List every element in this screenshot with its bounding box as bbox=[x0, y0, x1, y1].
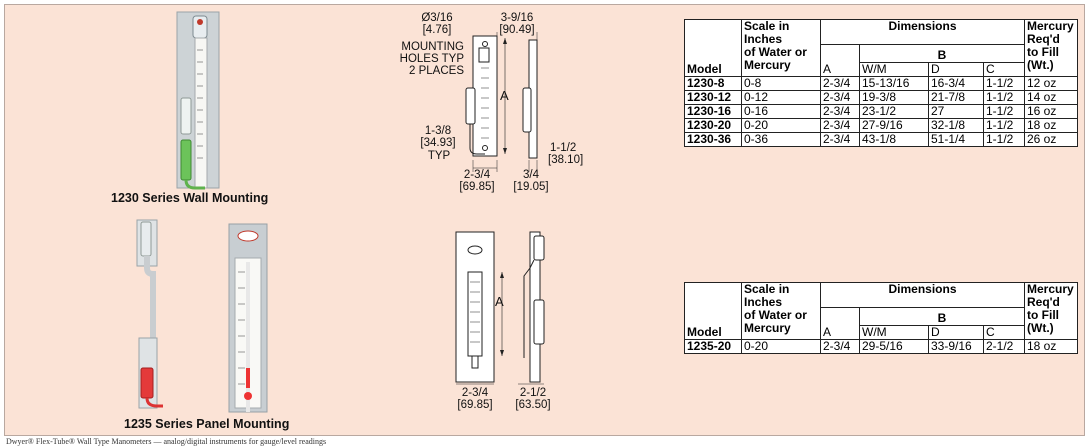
cell-scale: 0-12 bbox=[741, 90, 821, 105]
cell-scale: 0-8 bbox=[741, 76, 821, 91]
footer-note: Dwyer® Flex-Tube® Wall Type Manometers —… bbox=[6, 437, 327, 446]
header-model: Model bbox=[684, 19, 742, 77]
table-row: 1235-20 0-20 2-3/4 29-5/16 33-9/16 2-1/2… bbox=[684, 339, 1078, 354]
cell-fill: 26 oz bbox=[1024, 132, 1078, 147]
cell-wm: 19-3/8 bbox=[859, 90, 929, 105]
table-row: 1230-12 0-12 2-3/4 19-3/8 21-7/8 1-1/2 1… bbox=[684, 90, 1078, 105]
spec-table-1235: Model Scale in Inches of Water or Mercur… bbox=[684, 282, 1078, 354]
top-width-mm: [90.49] bbox=[499, 24, 535, 36]
mounting-note-line1: MOUNTING bbox=[401, 41, 464, 53]
header-d: D bbox=[928, 325, 984, 340]
depth-mm-1235: [63.50] bbox=[515, 399, 551, 411]
width-mm-1235: [69.85] bbox=[457, 399, 493, 411]
dimension-a-label: A bbox=[500, 88, 509, 103]
cell-c: 1-1/2 bbox=[983, 104, 1025, 119]
cell-fill: 16 oz bbox=[1024, 104, 1078, 119]
cell-model: 1230-36 bbox=[684, 132, 742, 147]
depth-label-1235: 2-1/2 bbox=[519, 387, 547, 399]
cell-wm: 29-5/16 bbox=[859, 339, 929, 354]
manometer-1235-photo bbox=[136, 219, 268, 413]
header-c: C bbox=[983, 62, 1025, 77]
header-model: Model bbox=[684, 282, 742, 340]
cell-fill: 12 oz bbox=[1024, 76, 1078, 91]
cell-d: 33-9/16 bbox=[928, 339, 984, 354]
width-label-1235: 2-3/4 bbox=[461, 387, 489, 399]
top-width-label: 3-9/16 bbox=[500, 12, 534, 24]
cell-a: 2-3/4 bbox=[820, 90, 860, 105]
cell-model: 1230-8 bbox=[684, 76, 742, 91]
cell-c: 1-1/2 bbox=[983, 76, 1025, 91]
header-mercury: Mercury Req'd to Fill (Wt.) bbox=[1024, 282, 1078, 340]
table-row: 1230-20 0-20 2-3/4 27-9/16 32-1/8 1-1/2 … bbox=[684, 118, 1078, 133]
cell-scale: 0-36 bbox=[741, 132, 821, 147]
cell-scale: 0-20 bbox=[741, 118, 821, 133]
cell-d: 51-1/4 bbox=[928, 132, 984, 147]
depth-label: 3/4 bbox=[523, 169, 539, 181]
header-b: B bbox=[859, 307, 1025, 326]
cell-model: 1230-12 bbox=[684, 90, 742, 105]
cell-model: 1230-16 bbox=[684, 104, 742, 119]
right-offset-label: 1-1/2 bbox=[550, 142, 577, 154]
mounting-note-line3: 2 PLACES bbox=[409, 65, 464, 77]
header-wm: W/M bbox=[859, 325, 929, 340]
cell-fill: 18 oz bbox=[1024, 118, 1078, 133]
cell-fill: 14 oz bbox=[1024, 90, 1078, 105]
dimension-a-label-1235: A bbox=[495, 294, 504, 309]
cell-wm: 27-9/16 bbox=[859, 118, 929, 133]
cell-model: 1235-20 bbox=[684, 339, 742, 354]
header-d: D bbox=[928, 62, 984, 77]
spec-table-1230: Model Scale in Inches of Water or Mercur… bbox=[684, 19, 1078, 147]
cell-wm: 23-1/2 bbox=[859, 104, 929, 119]
cell-fill: 18 oz bbox=[1024, 339, 1078, 354]
cell-a: 2-3/4 bbox=[820, 339, 860, 354]
header-c: C bbox=[983, 325, 1025, 340]
cell-d: 27 bbox=[928, 104, 984, 119]
width-mm: [69.85] bbox=[459, 181, 495, 193]
header-a: A bbox=[820, 44, 860, 77]
header-mercury: Mercury Req'd to Fill (Wt.) bbox=[1024, 19, 1078, 77]
depth-mm: [19.05] bbox=[513, 181, 549, 193]
manometer-1230-photo bbox=[176, 11, 220, 190]
left-offset-label: 1-3/8 bbox=[424, 125, 452, 137]
cell-a: 2-3/4 bbox=[820, 76, 860, 91]
cell-a: 2-3/4 bbox=[820, 118, 860, 133]
cell-c: 1-1/2 bbox=[983, 90, 1025, 105]
hole-diameter-label: Ø3/16 bbox=[421, 12, 453, 24]
right-offset-mm: [38.10] bbox=[548, 154, 584, 166]
cell-scale: 0-16 bbox=[741, 104, 821, 119]
header-scale: Scale in Inches of Water or Mercury bbox=[741, 282, 821, 340]
table-row: 1230-16 0-16 2-3/4 23-1/2 27 1-1/2 16 oz bbox=[684, 104, 1078, 119]
cell-scale: 0-20 bbox=[741, 339, 821, 354]
mounting-note-line2: HOLES TYP bbox=[399, 53, 464, 65]
width-label: 2-3/4 bbox=[463, 169, 491, 181]
cell-c: 2-1/2 bbox=[983, 339, 1025, 354]
dimension-drawing-1230 bbox=[465, 32, 538, 172]
cell-d: 21-7/8 bbox=[928, 90, 984, 105]
table-row: 1230-8 0-8 2-3/4 15-13/16 16-3/4 1-1/2 1… bbox=[684, 76, 1078, 91]
cell-d: 32-1/8 bbox=[928, 118, 984, 133]
dimension-drawing-1235 bbox=[455, 231, 545, 385]
caption-1235-panel: 1235 Series Panel Mounting bbox=[124, 417, 290, 431]
table-row: 1230-36 0-36 2-3/4 43-1/8 51-1/4 1-1/2 2… bbox=[684, 132, 1078, 147]
cell-model: 1230-20 bbox=[684, 118, 742, 133]
cell-c: 1-1/2 bbox=[983, 118, 1025, 133]
header-dimensions: Dimensions bbox=[820, 19, 1025, 45]
cell-wm: 43-1/8 bbox=[859, 132, 929, 147]
cell-wm: 15-13/16 bbox=[859, 76, 929, 91]
cell-c: 1-1/2 bbox=[983, 132, 1025, 147]
cell-a: 2-3/4 bbox=[820, 104, 860, 119]
cell-a: 2-3/4 bbox=[820, 132, 860, 147]
cell-d: 16-3/4 bbox=[928, 76, 984, 91]
header-a: A bbox=[820, 307, 860, 340]
hole-diameter-mm: [4.76] bbox=[422, 24, 452, 36]
header-wm: W/M bbox=[859, 62, 929, 77]
header-b: B bbox=[859, 44, 1025, 63]
typ-label: TYP bbox=[427, 150, 451, 162]
caption-1230-wall: 1230 Series Wall Mounting bbox=[111, 191, 269, 205]
header-scale: Scale in Inches of Water or Mercury bbox=[741, 19, 821, 77]
header-dimensions: Dimensions bbox=[820, 282, 1025, 308]
left-offset-mm: [34.93] bbox=[420, 137, 456, 149]
